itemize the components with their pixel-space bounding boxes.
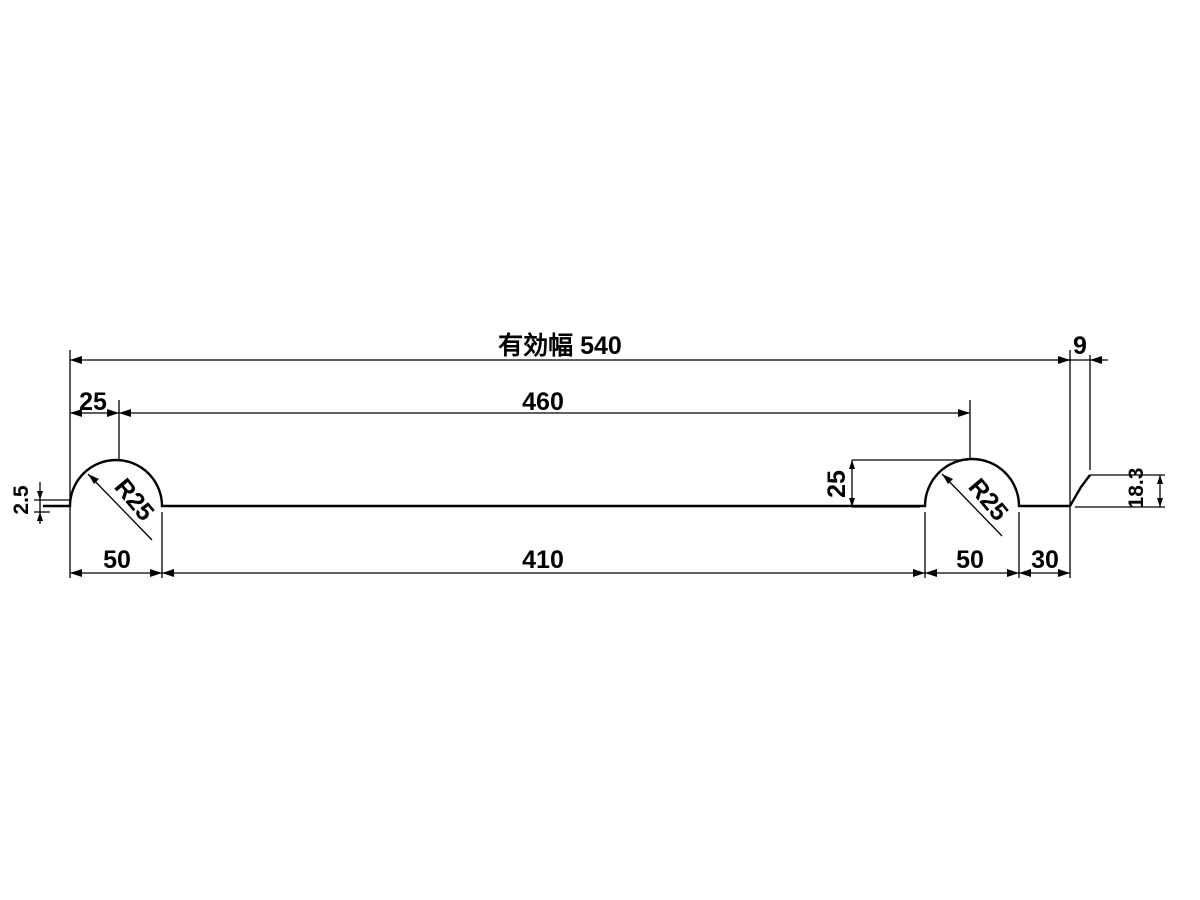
dim-460-label: 460 (522, 388, 564, 416)
dim-25-height: 25 (823, 460, 855, 507)
dim-18-3: 18.3 (1125, 468, 1163, 509)
dim-bottom-chain: 50 410 50 30 (70, 546, 1070, 577)
dim-25-top-label: 25 (79, 388, 107, 416)
dim-9-label: 9 (1073, 332, 1087, 360)
dim-2-5-label: 2.5 (10, 485, 33, 515)
dim-410-label: 410 (522, 546, 564, 574)
dim-radius-left: R25 (87, 473, 160, 541)
radius-right-label: R25 (963, 473, 1014, 526)
radius-left-label: R25 (109, 473, 160, 526)
dim-30-label: 30 (1031, 546, 1059, 574)
dim-18-3-label: 18.3 (1125, 468, 1148, 509)
dim-50-right-label: 50 (956, 546, 984, 574)
dim-radius-right: R25 (941, 473, 1014, 537)
dim-effective-width: 有効幅 540 (70, 331, 1070, 364)
dim-9: 9 (1062, 332, 1108, 364)
dim-2-5: 2.5 (10, 482, 70, 524)
dim-50-left-label: 50 (103, 546, 131, 574)
extension-lines (69, 350, 1165, 578)
effective-width-label: 有効幅 540 (498, 331, 622, 360)
sheet-profile (43, 457, 1091, 508)
dim-25-460: 25 460 (70, 388, 970, 417)
dim-25-height-label: 25 (823, 470, 851, 498)
